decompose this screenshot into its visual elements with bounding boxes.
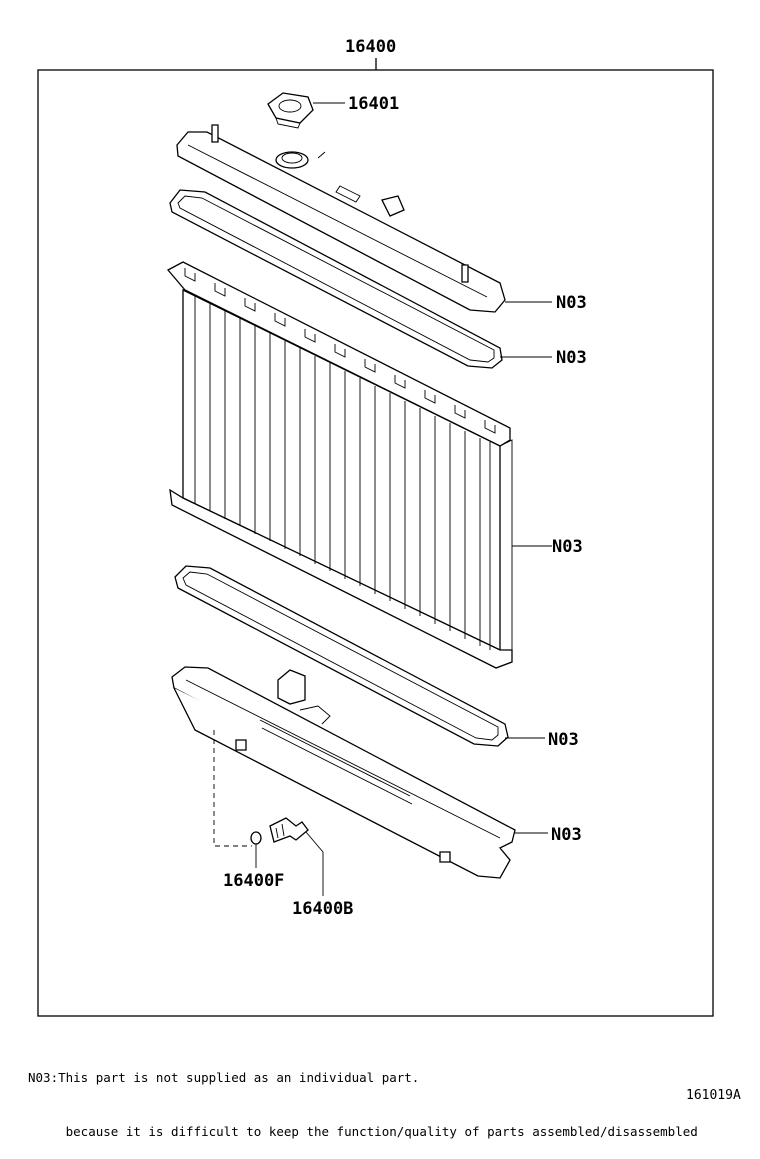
drain-cock-icon[interactable] (269, 817, 309, 843)
core-fins (194, 296, 491, 650)
o-ring-icon[interactable] (250, 831, 262, 845)
label-assembly[interactable]: 16400 (345, 37, 396, 57)
label-upper-gasket[interactable]: N03 (556, 348, 587, 368)
leader-drain-cock (305, 831, 324, 896)
label-drain-cock[interactable]: 16400B (292, 899, 353, 919)
gasket-icon[interactable] (169, 189, 503, 369)
footnote-line-2: because it is difficult to keep the func… (28, 1124, 698, 1139)
lower-tank-icon[interactable] (171, 666, 516, 879)
radiator-cap-icon[interactable] (267, 92, 314, 129)
gasket-icon[interactable] (174, 565, 509, 747)
label-upper-tank[interactable]: N03 (556, 293, 587, 313)
core-tabs (184, 268, 496, 434)
label-lower-gasket[interactable]: N03 (548, 730, 579, 750)
label-lower-tank[interactable]: N03 (551, 825, 582, 845)
drawing-id: 161019A (686, 1088, 741, 1103)
label-cap[interactable]: 16401 (348, 94, 399, 114)
label-core[interactable]: N03 (552, 537, 583, 557)
upper-tank-icon[interactable] (176, 124, 506, 313)
radiator-core-icon[interactable] (166, 261, 513, 669)
label-drain-oring[interactable]: 16400F (223, 871, 284, 891)
footnote-line-1: N03:This part is not supplied as an indi… (28, 1070, 420, 1085)
footnote: N03:This part is not supplied as an indi… (28, 1033, 698, 1159)
parts-diagram: 16400 16401 N03 N03 (37, 37, 714, 1017)
drain-guide-dashed (213, 730, 252, 847)
